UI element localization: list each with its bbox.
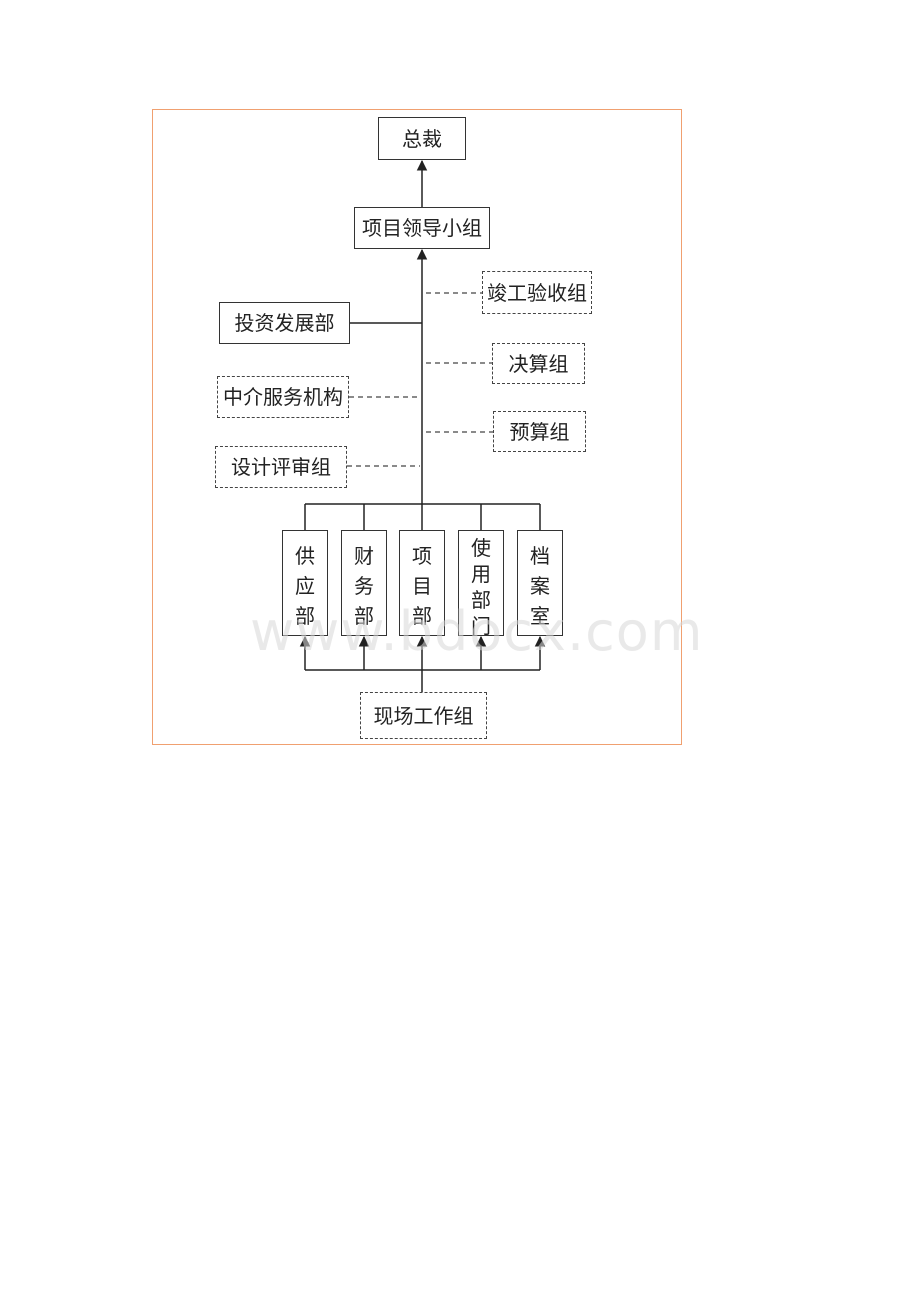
node-final-accounts-group-label: 决算组 <box>508 351 569 376</box>
char: 案 <box>530 574 550 598</box>
node-completion-group-label: 竣工验收组 <box>487 280 587 305</box>
diagram-frame <box>152 109 682 745</box>
char: 项 <box>412 544 432 568</box>
node-finance-dept: 财 务 部 <box>341 530 387 636</box>
char: 档 <box>530 544 550 568</box>
node-user-dept: 使 用 部 门 <box>458 530 504 638</box>
char: 用 <box>471 562 491 586</box>
node-leadership-group: 项目领导小组 <box>354 207 490 249</box>
node-investment-dept-label: 投资发展部 <box>234 311 335 335</box>
node-site-work-group-label: 现场工作组 <box>373 703 474 728</box>
node-president-label: 总裁 <box>402 126 442 151</box>
node-supply-dept: 供 应 部 <box>282 530 328 636</box>
char: 应 <box>295 574 315 598</box>
char: 室 <box>530 604 550 628</box>
node-intermediary: 中介服务机构 <box>217 376 349 418</box>
node-budget-group: 预算组 <box>493 411 586 452</box>
char: 部 <box>471 588 491 612</box>
char: 门 <box>471 614 491 638</box>
char: 部 <box>354 604 374 628</box>
node-archive-room: 档 案 室 <box>517 530 563 636</box>
node-design-review-group-label: 设计评审组 <box>231 455 331 479</box>
char: 务 <box>354 574 374 598</box>
char: 供 <box>295 544 315 568</box>
node-completion-group: 竣工验收组 <box>482 271 592 314</box>
node-project-dept: 项 目 部 <box>399 530 445 636</box>
node-final-accounts-group: 决算组 <box>492 343 585 384</box>
node-investment-dept: 投资发展部 <box>219 302 350 344</box>
node-design-review-group: 设计评审组 <box>215 446 347 488</box>
node-budget-group-label: 预算组 <box>509 419 570 444</box>
node-leadership-group-label: 项目领导小组 <box>362 216 482 240</box>
watermark: www.bdocx.com <box>250 600 704 663</box>
node-site-work-group: 现场工作组 <box>360 692 487 739</box>
char: 目 <box>412 574 432 598</box>
char: 部 <box>295 604 315 628</box>
char: 使 <box>471 536 491 560</box>
node-intermediary-label: 中介服务机构 <box>223 385 343 409</box>
char: 部 <box>412 604 432 628</box>
node-president: 总裁 <box>378 117 466 160</box>
char: 财 <box>354 544 374 568</box>
